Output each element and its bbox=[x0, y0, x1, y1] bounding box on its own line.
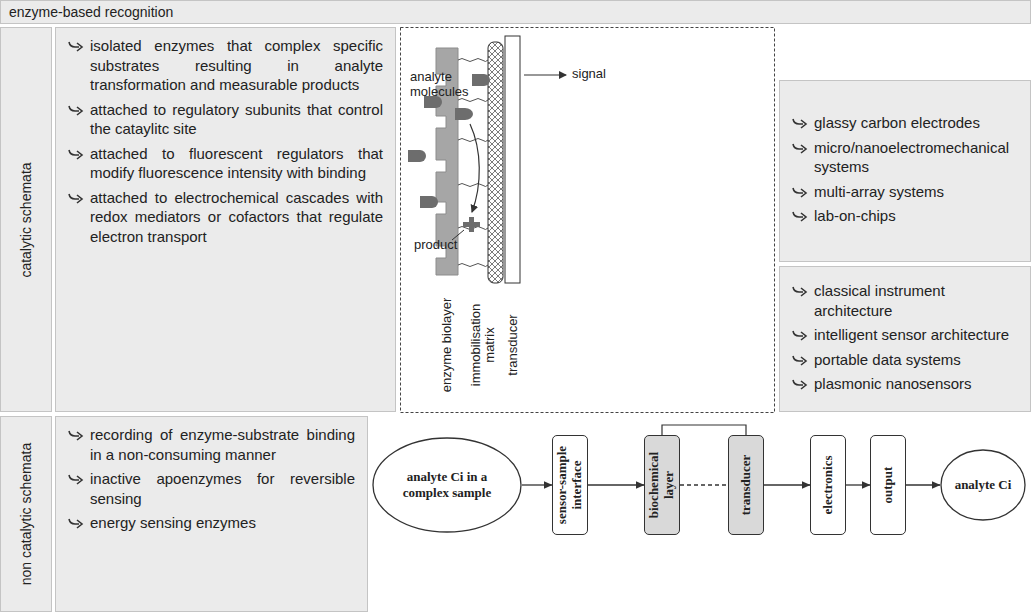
bullet-text: lab-on-chips bbox=[814, 206, 1018, 226]
bullet-item: multi-array systems bbox=[790, 182, 1018, 202]
bullet-arrow bbox=[68, 41, 84, 52]
bullet-item: portable data systems bbox=[790, 350, 1018, 370]
bullet-arrow bbox=[792, 355, 808, 366]
vertical-text: output bbox=[881, 439, 896, 531]
bullet-item: glassy carbon electrodes bbox=[790, 113, 1018, 133]
ellipse-node: analyte Ci in a complex sample bbox=[372, 437, 522, 533]
process-box: transducer bbox=[728, 435, 764, 535]
bullet-item: inactive apoenzymes for reversible sensi… bbox=[66, 469, 355, 508]
bullet-arrow bbox=[792, 143, 808, 154]
bullet-text: glassy carbon electrodes bbox=[814, 113, 1018, 133]
transducer-plate bbox=[505, 36, 520, 283]
illustration-label: signal bbox=[572, 67, 632, 82]
bullet-item: plasmonic nanosensors bbox=[790, 374, 1018, 394]
bullet-arrow bbox=[792, 118, 808, 129]
flow-connector bbox=[764, 484, 810, 485]
reaction-arrow bbox=[470, 124, 479, 212]
bullet-item: attached to regulatory subunits that con… bbox=[66, 100, 383, 139]
flow-connector bbox=[588, 484, 644, 485]
vertical-text: non catalytic schemata bbox=[18, 420, 34, 608]
bullet-text: inactive apoenzymes for reversible sensi… bbox=[90, 469, 355, 508]
bullet-arrow bbox=[792, 187, 808, 198]
bullet-text: isolated enzymes that complex specific s… bbox=[90, 36, 383, 95]
bullet-text: attached to regulatory subunits that con… bbox=[90, 100, 383, 139]
illustration-label: immobilisation matrix bbox=[469, 290, 496, 400]
illustration-label: product bbox=[414, 238, 474, 253]
bullet-text: attached to electrochemical cascades wit… bbox=[90, 188, 383, 247]
process-box: electronics bbox=[810, 435, 846, 535]
bullet-panel: classical instrument architecture intelli… bbox=[779, 266, 1031, 412]
bullet-item: micro/nanoelectromechanical systems bbox=[790, 138, 1018, 177]
flow-connector bbox=[522, 484, 552, 485]
vertical-text: catalytic schemata bbox=[18, 31, 34, 408]
vertical-text: electronics bbox=[821, 439, 836, 531]
bullet-panel: recording of enzyme-substrate binding in… bbox=[55, 416, 368, 612]
band-title: enzyme-based recognition bbox=[9, 4, 1022, 20]
bullet-text: micro/nanoelectromechanical systems bbox=[814, 138, 1018, 177]
vertical-text: transducer bbox=[739, 439, 754, 531]
bullet-arrow bbox=[68, 474, 84, 485]
process-box: biochemical layer bbox=[644, 435, 680, 535]
bullet-item: lab-on-chips bbox=[790, 206, 1018, 226]
bullet-arrow bbox=[792, 379, 808, 390]
ellipse-node: analyte Ci bbox=[940, 449, 1026, 521]
bullet-item: attached to electrochemical cascades wit… bbox=[66, 188, 383, 247]
bullet-text: intelligent sensor architecture bbox=[814, 325, 1018, 345]
bullet-arrow bbox=[68, 430, 84, 441]
bullet-arrow bbox=[792, 286, 808, 297]
bullet-text: multi-array systems bbox=[814, 182, 1018, 202]
section-band: non catalytic schemata bbox=[0, 416, 52, 612]
bullet-text: attached to fluorescent regulators that … bbox=[90, 144, 383, 183]
immobilisation-matrix bbox=[488, 42, 503, 283]
bullet-item: attached to fluorescent regulators that … bbox=[66, 144, 383, 183]
illustration-label: enzyme biolayer bbox=[440, 290, 454, 400]
product-symbol bbox=[463, 217, 480, 232]
flow-connector bbox=[846, 484, 870, 485]
bullet-item: isolated enzymes that complex specific s… bbox=[66, 36, 383, 95]
bullet-text: energy sensing enzymes bbox=[90, 513, 355, 533]
signal-arrow bbox=[524, 74, 566, 75]
bullet-item: energy sensing enzymes bbox=[66, 513, 355, 533]
ellipse-text: analyte Ci bbox=[948, 477, 1018, 493]
ellipse-text: analyte Ci in a complex sample bbox=[391, 469, 503, 500]
bullet-arrow bbox=[68, 518, 84, 529]
bullet-item: classical instrument architecture bbox=[790, 281, 1018, 320]
bullet-arrow bbox=[792, 211, 808, 222]
dashed-frame bbox=[401, 28, 775, 413]
bullet-panel: isolated enzymes that complex specific s… bbox=[55, 27, 396, 412]
bullet-panel: glassy carbon electrodes micro/nanoelectr… bbox=[779, 80, 1031, 262]
bullet-arrow bbox=[68, 105, 84, 116]
process-box: sensor-sample interface bbox=[552, 435, 588, 535]
bullet-item: intelligent sensor architecture bbox=[790, 325, 1018, 345]
bullet-arrow bbox=[792, 330, 808, 341]
illustration-label: transducer bbox=[506, 290, 520, 400]
flow-connector bbox=[906, 484, 940, 485]
header-band: enzyme-based recognition bbox=[0, 0, 1031, 24]
vertical-text: sensor-sample interface bbox=[555, 439, 585, 531]
bullet-item: recording of enzyme-substrate binding in… bbox=[66, 425, 355, 464]
illustration-label: analyte molecules bbox=[410, 70, 490, 100]
bullet-text: classical instrument architecture bbox=[814, 281, 1018, 320]
section-band: catalytic schemata bbox=[0, 27, 52, 412]
process-box: output bbox=[870, 435, 906, 535]
bullet-text: plasmonic nanosensors bbox=[814, 374, 1018, 394]
flow-connector bbox=[680, 484, 728, 485]
vertical-text: biochemical layer bbox=[647, 439, 677, 531]
bullet-arrow bbox=[68, 193, 84, 204]
bullet-arrow bbox=[68, 149, 84, 160]
bullet-text: portable data systems bbox=[814, 350, 1018, 370]
bullet-text: recording of enzyme-substrate binding in… bbox=[90, 425, 355, 464]
